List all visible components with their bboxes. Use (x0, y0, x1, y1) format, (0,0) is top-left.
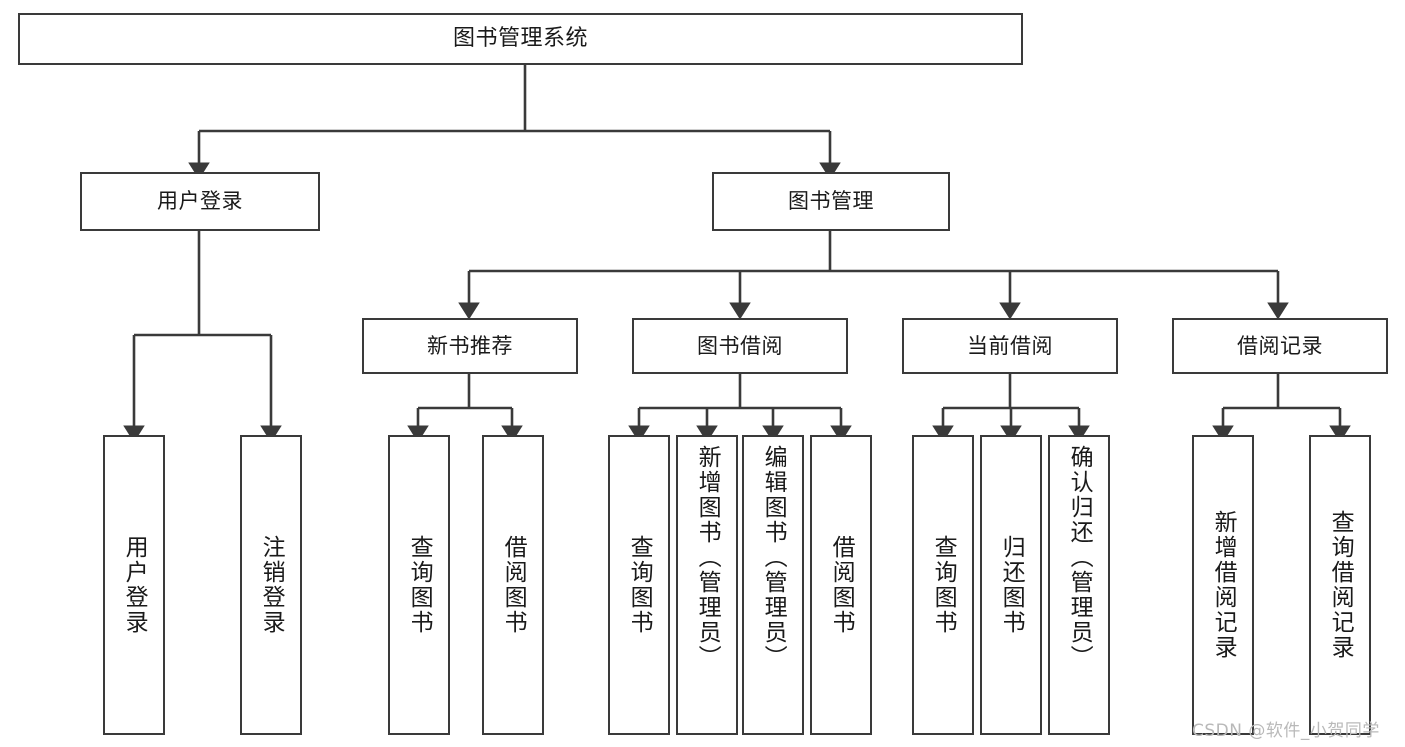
node-leaf-add-book[interactable]: 新增图书（管理员） (676, 435, 738, 735)
node-leaf-confirm-return-label: 确认归还（管理员） (1066, 445, 1093, 670)
node-leaf-edit-book-label: 编辑图书（管理员） (760, 445, 787, 670)
node-leaf-add-book-label: 新增图书（管理员） (694, 445, 721, 670)
node-new-book-recommend-label: 新书推荐 (427, 333, 513, 358)
node-user-login-label: 用户登录 (157, 189, 243, 214)
csdn-watermark: CSDN @软件_小贺同学 (1192, 721, 1380, 741)
node-leaf-query-book-3[interactable]: 查询图书 (912, 435, 974, 735)
node-leaf-borrow-book-2[interactable]: 借阅图书 (810, 435, 872, 735)
node-leaf-query-book-1-label: 查询图书 (406, 535, 433, 635)
node-leaf-borrow-book-2-label: 借阅图书 (828, 535, 855, 635)
node-leaf-return-book[interactable]: 归还图书 (980, 435, 1042, 735)
node-leaf-query-book-3-label: 查询图书 (930, 535, 957, 635)
node-leaf-edit-book[interactable]: 编辑图书（管理员） (742, 435, 804, 735)
node-book-management-label: 图书管理 (788, 189, 874, 214)
node-leaf-user-login-label: 用户登录 (121, 535, 148, 635)
node-leaf-logout-login-label: 注销登录 (258, 535, 285, 635)
node-leaf-add-record[interactable]: 新增借阅记录 (1192, 435, 1254, 735)
node-current-borrow-label: 当前借阅 (967, 333, 1053, 358)
node-leaf-query-book-2[interactable]: 查询图书 (608, 435, 670, 735)
node-root-label: 图书管理系统 (452, 26, 588, 52)
node-book-borrow[interactable]: 图书借阅 (632, 318, 848, 374)
node-leaf-user-login[interactable]: 用户登录 (103, 435, 165, 735)
node-borrow-record-label: 借阅记录 (1237, 333, 1323, 358)
node-borrow-record[interactable]: 借阅记录 (1172, 318, 1388, 374)
node-new-book-recommend[interactable]: 新书推荐 (362, 318, 578, 374)
node-book-management[interactable]: 图书管理 (712, 172, 950, 231)
node-current-borrow[interactable]: 当前借阅 (902, 318, 1118, 374)
node-user-login[interactable]: 用户登录 (80, 172, 320, 231)
node-leaf-query-record[interactable]: 查询借阅记录 (1309, 435, 1371, 735)
node-leaf-return-book-label: 归还图书 (998, 535, 1025, 635)
node-leaf-logout-login[interactable]: 注销登录 (240, 435, 302, 735)
node-root[interactable]: 图书管理系统 (18, 13, 1023, 65)
node-book-borrow-label: 图书借阅 (697, 333, 783, 358)
node-leaf-borrow-book-1[interactable]: 借阅图书 (482, 435, 544, 735)
node-leaf-query-book-2-label: 查询图书 (626, 535, 653, 635)
node-leaf-query-record-label: 查询借阅记录 (1327, 510, 1354, 660)
node-leaf-borrow-book-1-label: 借阅图书 (500, 535, 527, 635)
node-leaf-add-record-label: 新增借阅记录 (1210, 510, 1237, 660)
node-leaf-confirm-return[interactable]: 确认归还（管理员） (1048, 435, 1110, 735)
node-leaf-query-book-1[interactable]: 查询图书 (388, 435, 450, 735)
